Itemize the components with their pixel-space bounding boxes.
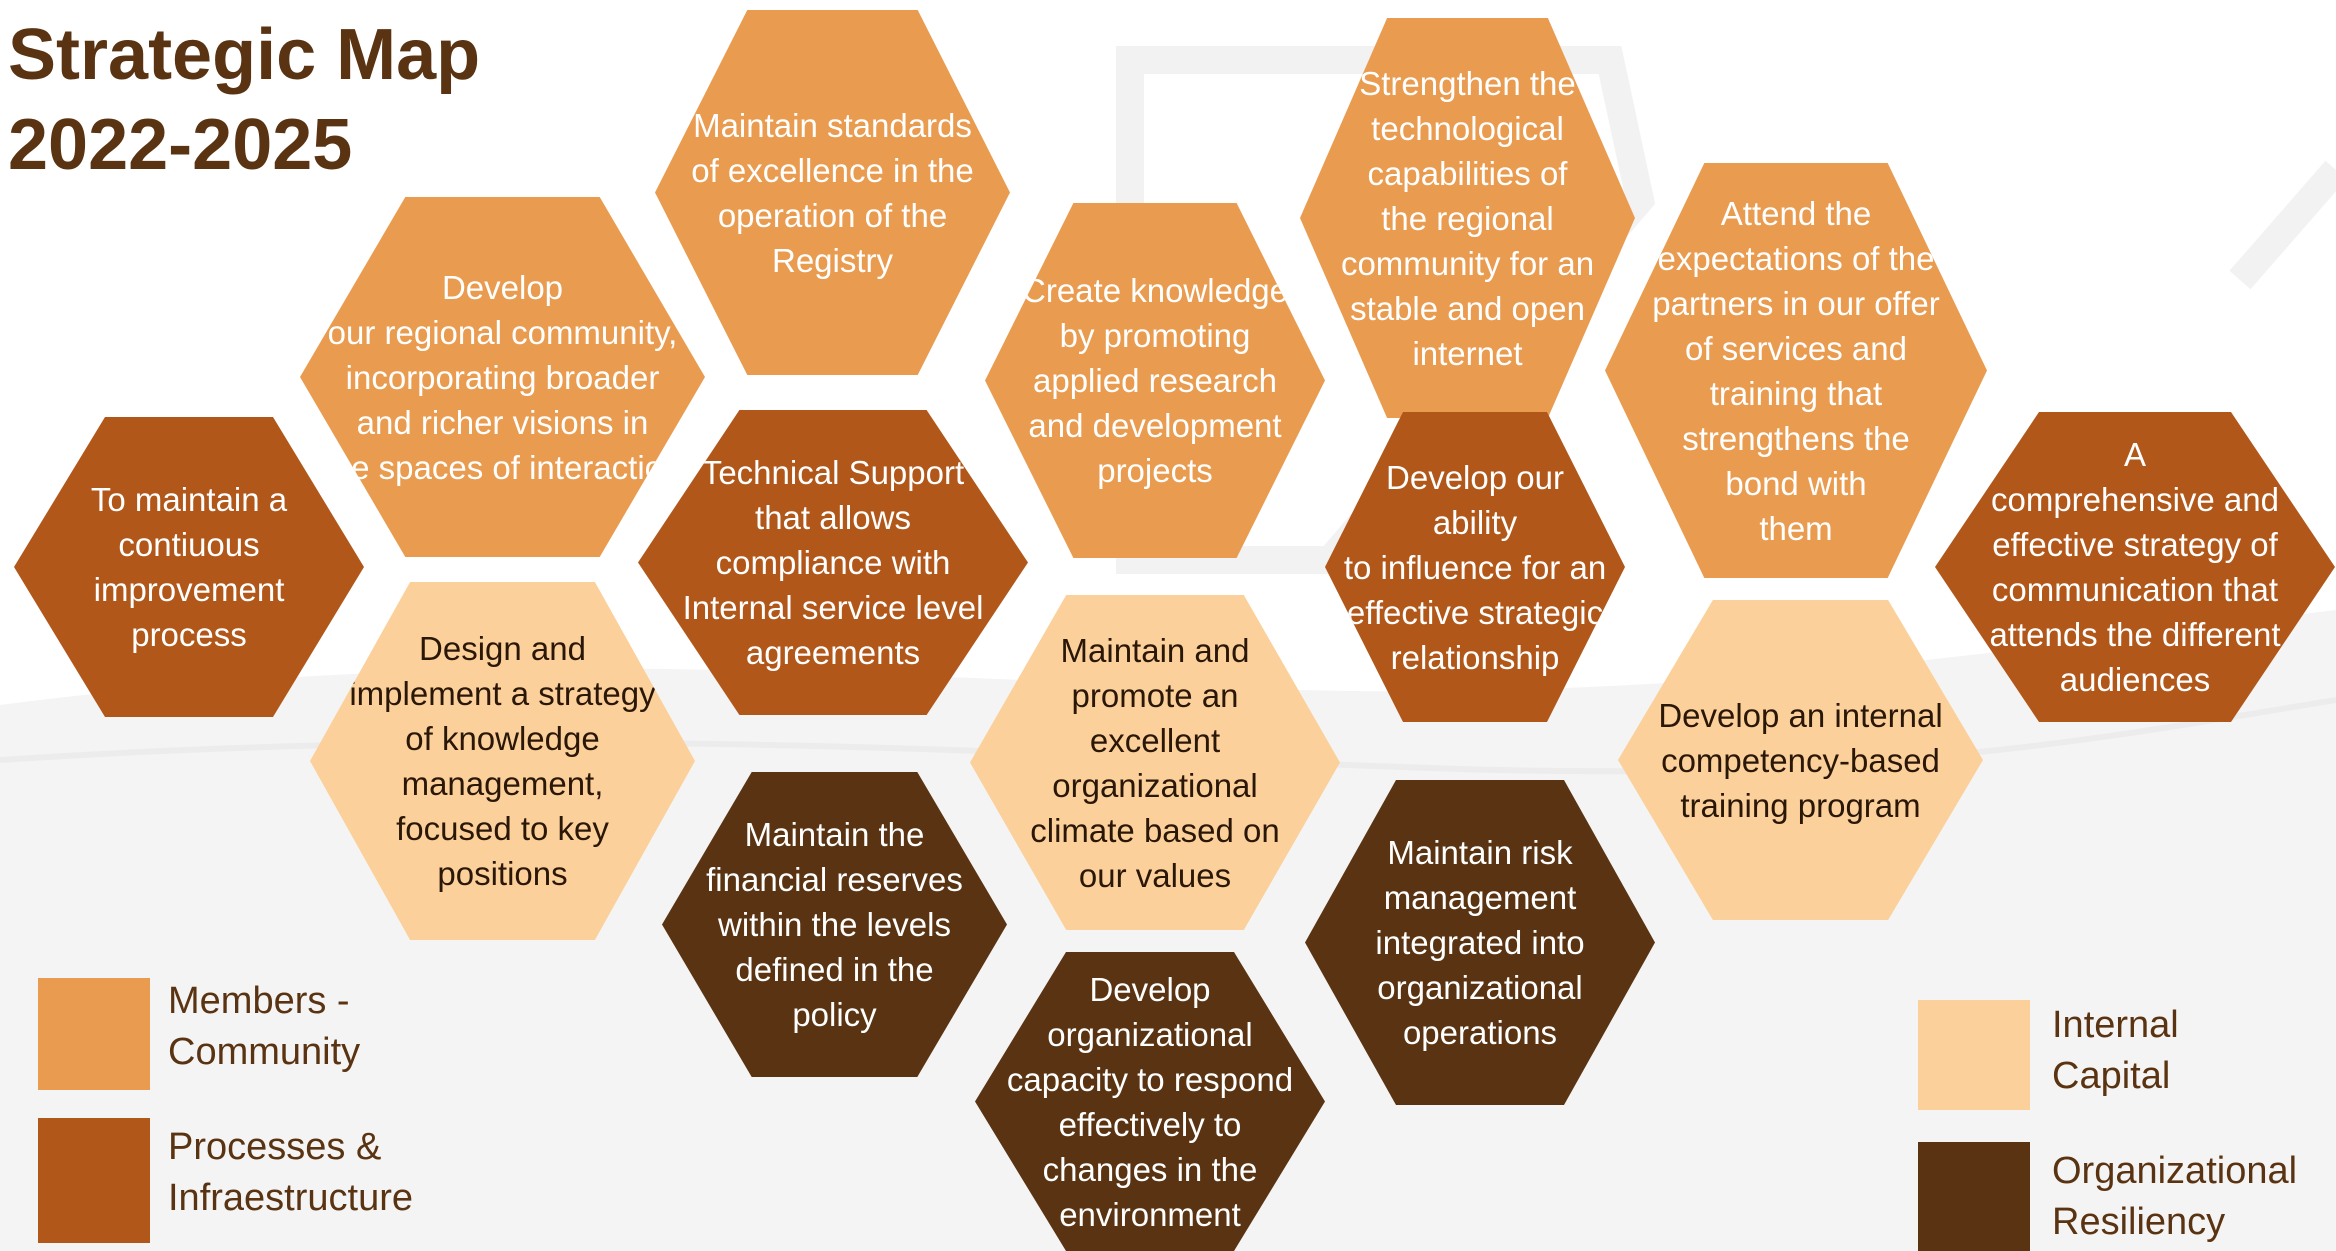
objective-text: A comprehensive and effective strategy o… (1989, 436, 2281, 698)
legend-swatch-internal (1918, 1000, 2030, 1110)
objective-text: Attend the expectations of the partners … (1652, 194, 1940, 547)
title-line-1: Strategic Map (8, 15, 481, 95)
objective-text: Maintain risk management integrated into… (1375, 834, 1585, 1051)
objective-text: Design and implement a strategy of knowl… (349, 630, 656, 892)
legend-label-processes: Processes & Infraestructure (168, 1126, 413, 1219)
title-line-2: 2022-2025 (8, 105, 353, 185)
objective-text: Maintain standards of excellence in the … (691, 106, 974, 279)
page-title: Strategic Map 2022-2025 (8, 10, 480, 190)
legend-swatch-members (38, 978, 150, 1090)
legend-internal-capital: Internal Capital (1918, 1000, 2318, 1112)
objective-text: Maintain and promote an excellent organi… (1030, 631, 1280, 894)
objective-text: Develop organizational capacity to respo… (1006, 970, 1294, 1233)
objective-text: Develop our regional community, incorpor… (323, 268, 682, 486)
objective-text: Strengthen the technological capabilitie… (1340, 64, 1595, 372)
objective-text: Create knowledge by promoting applied re… (1022, 272, 1288, 489)
legend-processes-infraestructure: Processes & Infraestructure (38, 1118, 458, 1243)
legend-swatch-processes (38, 1118, 150, 1243)
objective-text: Maintain the financial reserves within t… (706, 816, 963, 1033)
objective-text: Develop an internal competency-based tra… (1658, 696, 1943, 824)
legend-label-members: Members - Community (168, 980, 361, 1073)
objective-text: Technical Support that allows compliance… (682, 454, 984, 671)
objective-text: To maintain a contiuous improvement proc… (90, 481, 288, 653)
legend-label-internal: Internal Capital (2052, 1004, 2179, 1097)
objective-text: Develop our ability to influence for an … (1343, 458, 1607, 676)
legend-swatch-resiliency (1918, 1142, 2030, 1251)
legend-organizational-resiliency: Organizational Resiliency (1918, 1142, 2336, 1251)
legend-members-community: Members - Community (38, 978, 458, 1096)
legend-label-resiliency: Organizational Resiliency (2052, 1150, 2298, 1243)
